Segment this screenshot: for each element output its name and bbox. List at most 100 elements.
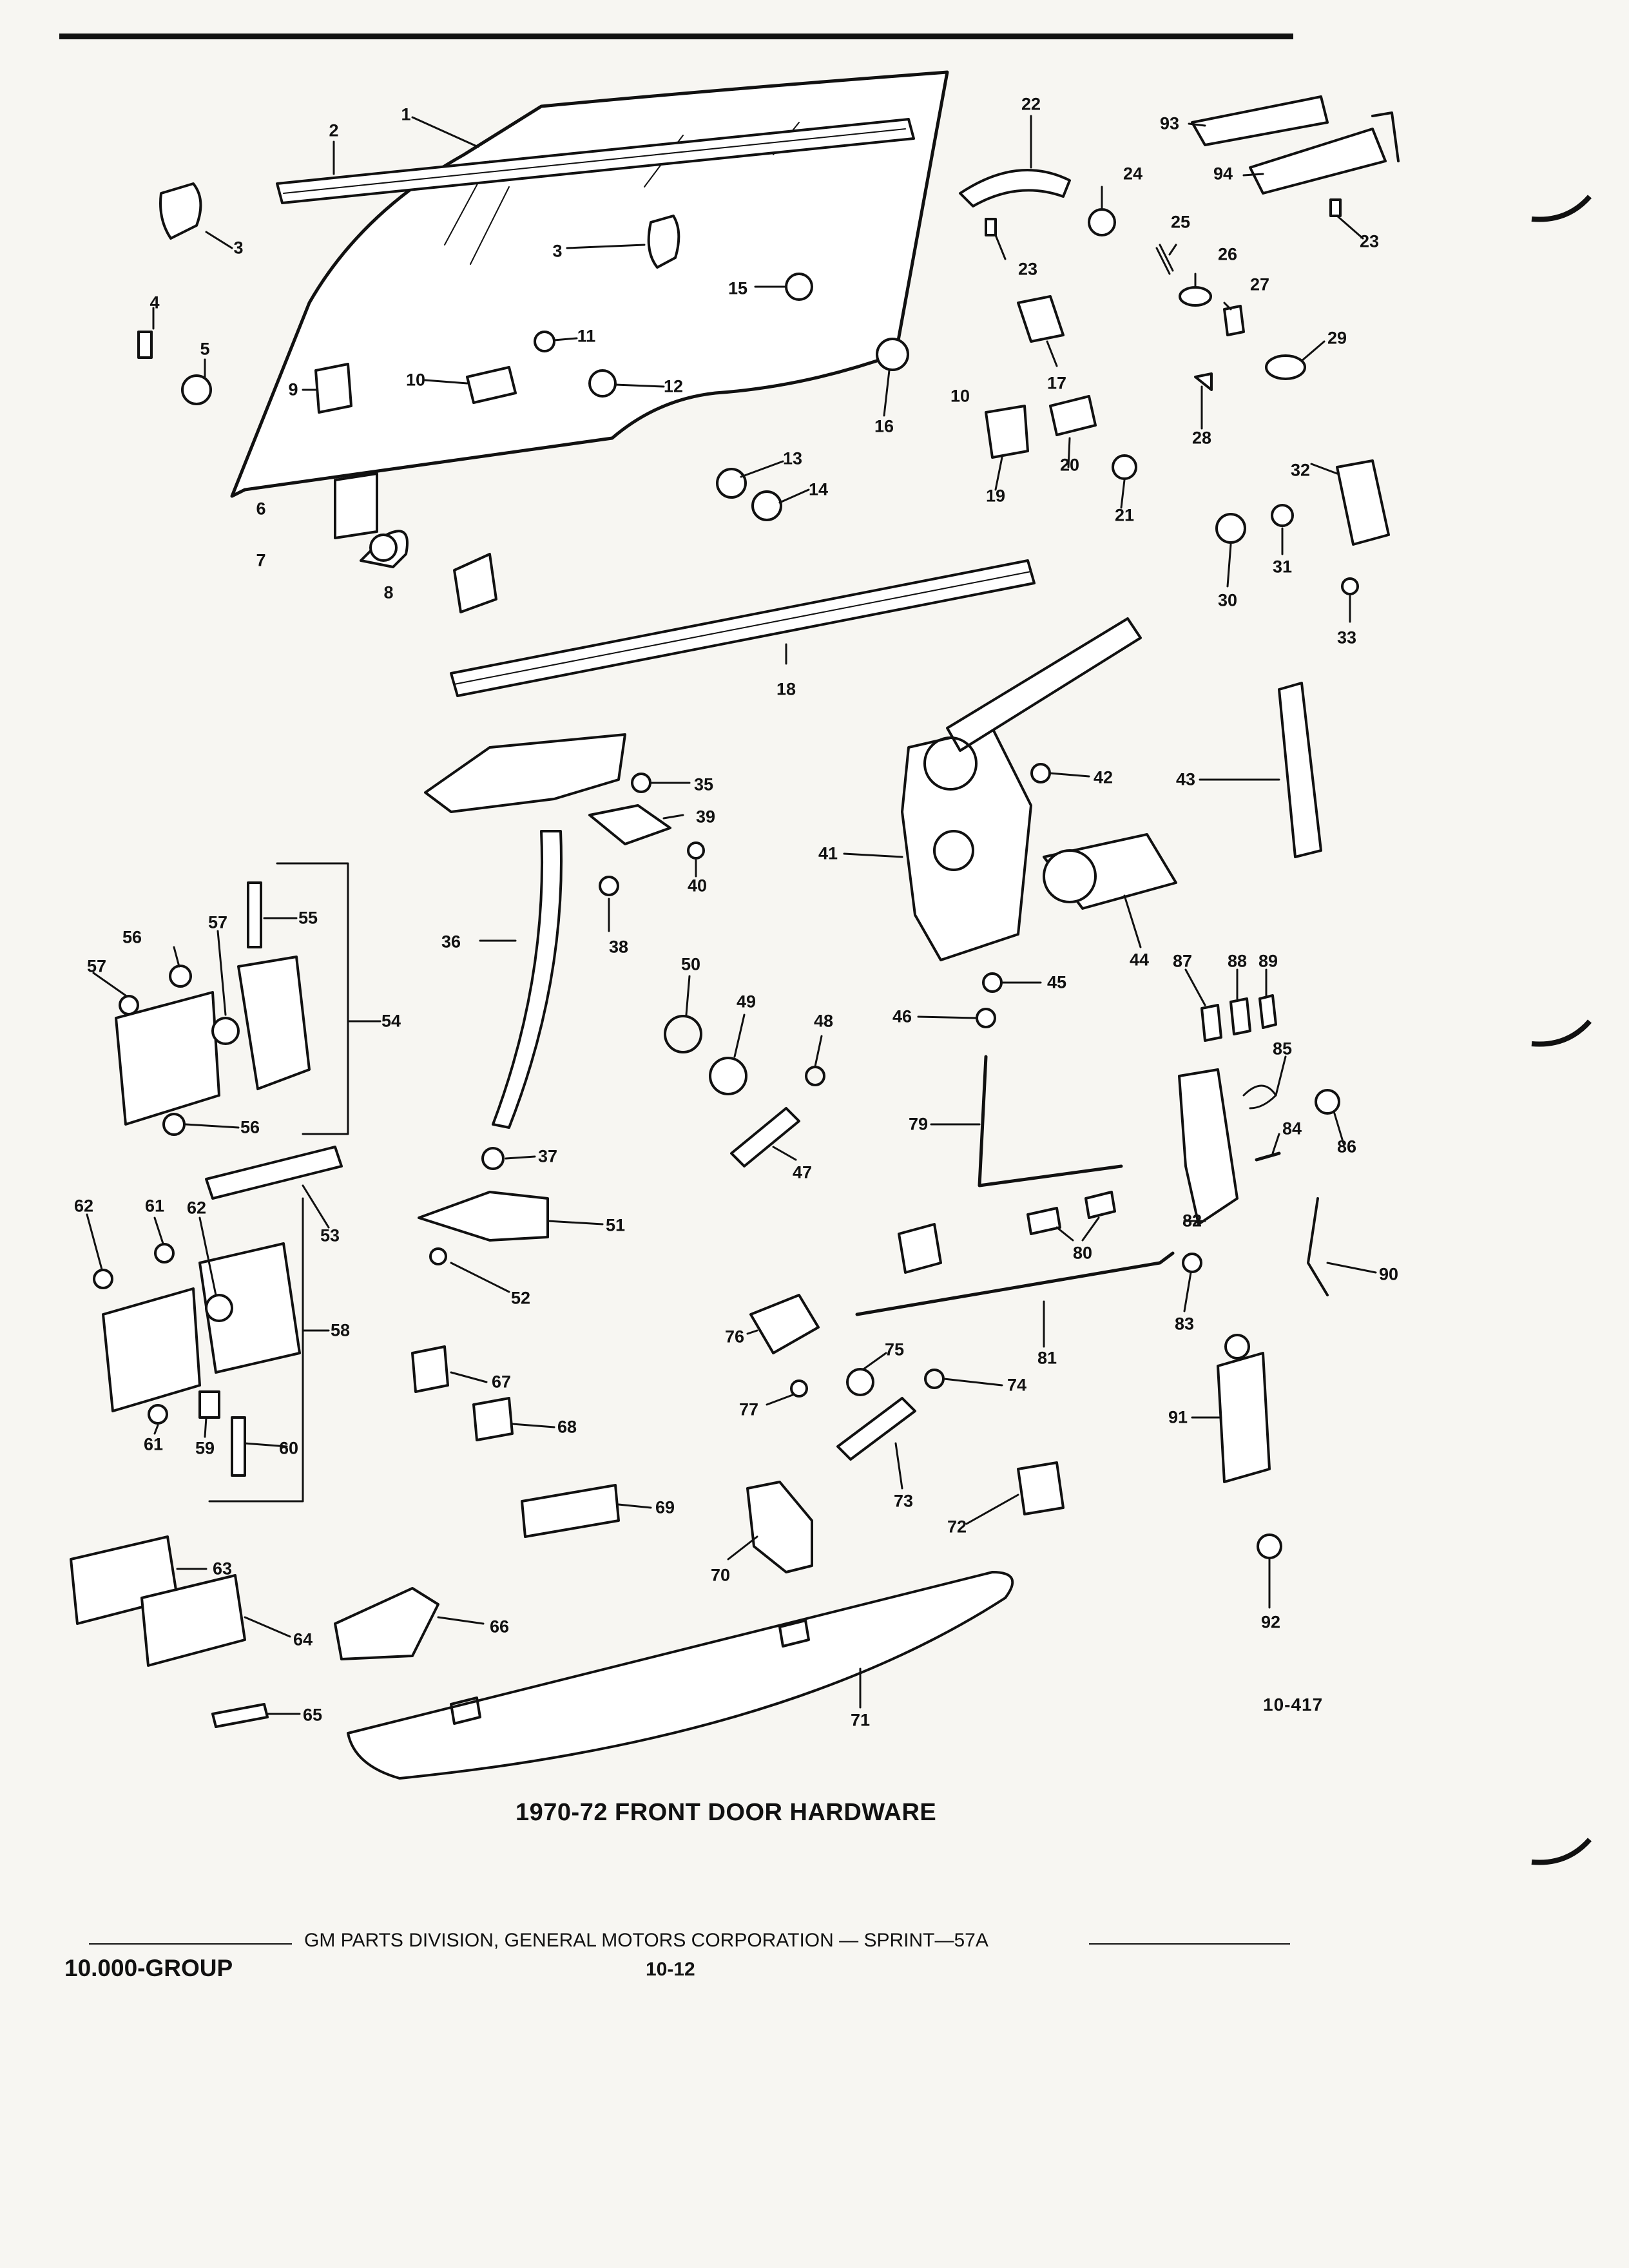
clip-87 <box>1200 1004 1222 1042</box>
part-label-73: 73 <box>893 1491 914 1511</box>
part-label-90: 90 <box>1378 1264 1399 1284</box>
part-label-30: 30 <box>1217 590 1238 610</box>
handle-93 <box>1191 95 1329 146</box>
glass-run-channel <box>276 118 915 204</box>
handle-94-arm <box>1371 111 1400 162</box>
nut-35 <box>631 773 651 793</box>
part-label-87: 87 <box>1172 951 1193 971</box>
top-rule <box>59 34 1293 39</box>
lock-72 <box>1017 1461 1065 1515</box>
part-label-3b: 3 <box>552 241 563 261</box>
bushing-61b <box>148 1404 168 1425</box>
clip-19 <box>985 405 1029 459</box>
plate-51 <box>418 1191 549 1242</box>
part-label-75: 75 <box>884 1340 905 1360</box>
part-label-50: 50 <box>680 954 701 974</box>
part-label-32: 32 <box>1290 460 1311 480</box>
glass-guide-2 <box>647 215 680 269</box>
part-label-77: 77 <box>738 1399 759 1419</box>
link-47 <box>730 1107 800 1168</box>
part-label-7: 7 <box>256 550 266 570</box>
part-label-35: 35 <box>693 774 714 794</box>
screw-23 <box>985 218 997 236</box>
part-label-10b: 10 <box>950 386 970 406</box>
switch-67 <box>411 1345 449 1393</box>
part-label-10: 10 <box>405 370 426 390</box>
switch-68 <box>472 1397 514 1441</box>
clip-9 <box>314 363 352 414</box>
footer-group: 10.000-GROUP <box>64 1955 233 1981</box>
rod-81 <box>855 1251 1175 1316</box>
part-label-17: 17 <box>1046 373 1067 393</box>
screw-77 <box>790 1379 808 1398</box>
washer-13 <box>716 468 747 499</box>
part-label-63: 63 <box>212 1559 233 1579</box>
nut-21 <box>1112 454 1137 480</box>
part-label-91: 91 <box>1168 1407 1188 1427</box>
binder-hole-mark-2 <box>1531 1019 1592 1047</box>
part-label-21: 21 <box>1114 505 1135 525</box>
part-label-41: 41 <box>818 843 838 863</box>
bumper-37 <box>481 1147 505 1170</box>
part-label-74: 74 <box>1007 1375 1027 1395</box>
spring-25 <box>1155 244 1174 275</box>
part-label-16: 16 <box>874 416 894 436</box>
actuator-91 <box>1217 1334 1271 1483</box>
leader-lines <box>86 115 1377 1715</box>
part-label-67: 67 <box>491 1372 512 1392</box>
motor-44 <box>1043 833 1177 910</box>
part-label-18: 18 <box>776 679 796 699</box>
hinge-lower-58 <box>102 1242 301 1412</box>
part-label-64: 64 <box>293 1629 313 1649</box>
armrest-66 <box>334 1587 439 1660</box>
clip-74 <box>924 1369 945 1389</box>
part-label-15: 15 <box>728 278 748 298</box>
part-label-26: 26 <box>1217 244 1238 264</box>
spring-59 <box>198 1390 220 1419</box>
part-label-89: 89 <box>1258 951 1278 971</box>
part-label-14: 14 <box>808 479 829 499</box>
bolt-45 <box>982 972 1003 993</box>
part-label-38: 38 <box>608 937 629 957</box>
clip-84 <box>1255 1151 1281 1162</box>
nut-46 <box>976 1008 996 1028</box>
part-label-11: 11 <box>577 326 596 346</box>
part-label-24: 24 <box>1123 164 1143 184</box>
part-label-93: 93 <box>1159 113 1180 133</box>
plate-6 <box>334 472 378 539</box>
part-label-76: 76 <box>724 1327 745 1347</box>
part-label-88: 88 <box>1227 951 1248 971</box>
washer-49 <box>709 1057 747 1095</box>
part-label-23b: 23 <box>1359 231 1380 251</box>
part-label-20: 20 <box>1059 455 1080 475</box>
part-label-94: 94 <box>1213 164 1233 184</box>
lock-cylinder-24 <box>1088 208 1116 236</box>
bolt-62 <box>93 1269 113 1289</box>
part-label-85: 85 <box>1272 1039 1293 1059</box>
part-label-83: 83 <box>1174 1314 1195 1334</box>
binder-hole-mark-3 <box>1531 1838 1592 1865</box>
part-label-43: 43 <box>1175 769 1196 789</box>
clip-86 <box>1315 1089 1340 1115</box>
part-label-47: 47 <box>792 1162 813 1182</box>
spring-50 <box>664 1015 702 1053</box>
part-label-8: 8 <box>383 582 394 602</box>
part-label-46: 46 <box>892 1006 912 1026</box>
part-label-71: 71 <box>850 1710 871 1730</box>
footer-page-number: 10-12 <box>646 1959 695 1980</box>
part-label-1: 1 <box>401 104 411 124</box>
binder-hole-mark <box>1531 195 1592 222</box>
part-label-49: 49 <box>736 992 757 1012</box>
washer-31 <box>1271 504 1294 527</box>
screw-11 <box>534 331 555 352</box>
grommet-92 <box>1257 1533 1282 1559</box>
part-label-48: 48 <box>813 1011 834 1031</box>
striker-30 <box>1215 513 1246 544</box>
escutcheon-64 <box>140 1574 246 1667</box>
retainer-28 <box>1194 372 1213 391</box>
spring-53 <box>205 1146 343 1200</box>
lever-73 <box>836 1397 916 1461</box>
part-label-66: 66 <box>489 1617 510 1637</box>
part-label-22: 22 <box>1021 94 1041 114</box>
screw-42 <box>1030 763 1051 783</box>
